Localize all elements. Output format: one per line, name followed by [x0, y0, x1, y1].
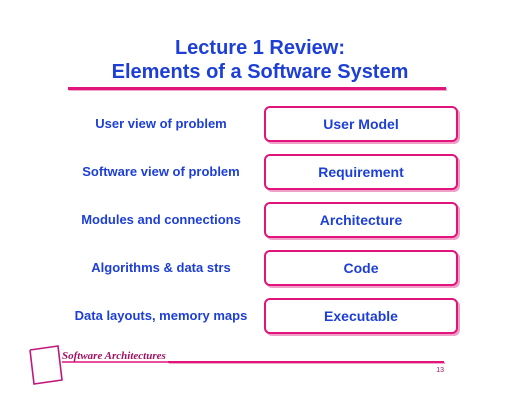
- element-box: Architecture: [264, 202, 458, 238]
- row-label: Modules and connections: [81, 212, 241, 227]
- element-box: Executable: [264, 298, 458, 334]
- element-row-user-model: User view of problem User Model: [0, 106, 520, 142]
- software-architectures-logo: Software Architectures: [24, 340, 174, 388]
- element-row-architecture: Modules and connections Architecture: [0, 202, 520, 238]
- element-row-requirement: Software view of problem Requirement: [0, 154, 520, 190]
- element-box: Code: [264, 250, 458, 286]
- element-box: User Model: [264, 106, 458, 142]
- element-box: Requirement: [264, 154, 458, 190]
- logo-text: Software Architectures: [62, 350, 166, 362]
- page-number: 13: [436, 367, 444, 374]
- slide-title-line-1: Lecture 1 Review:: [174, 37, 346, 59]
- logo-frame-icon: [29, 345, 170, 385]
- footer-rule: [168, 361, 444, 363]
- row-label: Software view of problem: [82, 164, 240, 179]
- row-label: Algorithms & data strs: [91, 260, 231, 275]
- row-label: Data layouts, memory maps: [74, 308, 248, 323]
- slide-title-line-2: Elements of a Software System: [111, 61, 409, 83]
- row-label: User view of problem: [95, 116, 227, 131]
- element-row-code: Algorithms & data strs Code: [0, 250, 520, 286]
- title-underline: [68, 87, 446, 90]
- element-row-executable: Data layouts, memory maps Executable: [0, 298, 520, 334]
